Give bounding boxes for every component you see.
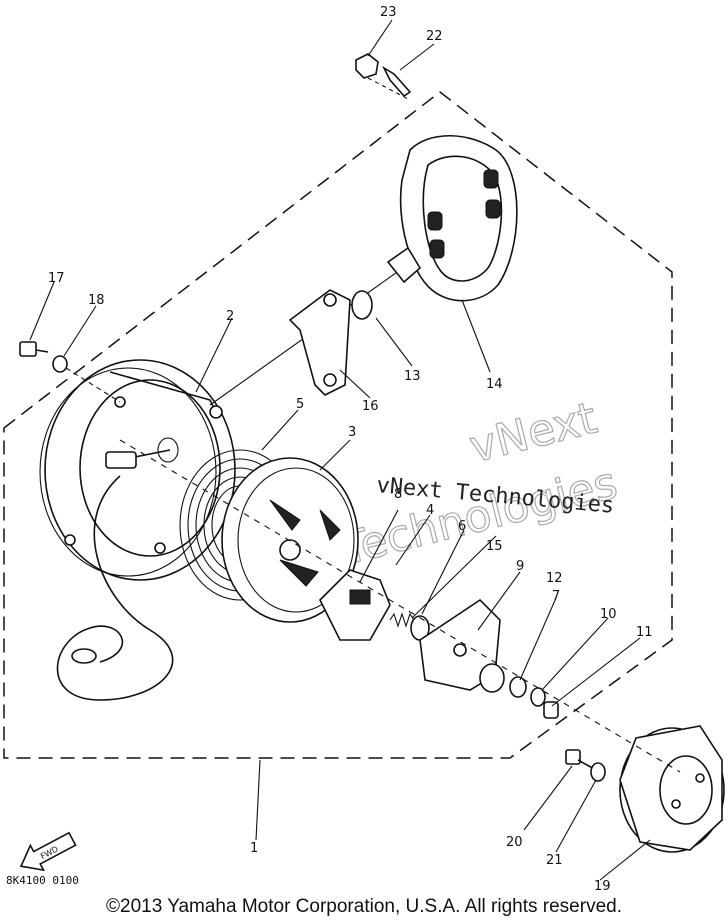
drive-pulley: [619, 725, 725, 853]
callout-12: 12: [546, 571, 563, 586]
callout-10: 10: [600, 607, 617, 622]
nut-23: [355, 53, 379, 79]
forward-arrow: FWD: [19, 831, 77, 872]
pawl-detail: [349, 589, 371, 605]
callout-8: 8: [394, 487, 402, 502]
callout-15: 15: [486, 539, 503, 554]
washer-18: [52, 355, 68, 373]
callout-13: 13: [404, 369, 421, 384]
figure-code: 8K4100 0100: [6, 874, 79, 887]
callout-5: 5: [296, 397, 304, 412]
callout-17: 17: [48, 271, 65, 286]
callout-4: 4: [426, 503, 434, 518]
callout-9: 9: [516, 559, 524, 574]
sheave-drum: [221, 457, 359, 623]
cable-hose: [56, 475, 174, 701]
callout-14: 14: [486, 377, 503, 392]
assembly-boundary: [3, 91, 673, 759]
callout-labels: 1 2 3 4 5 6 7 8 9 10 11 12 13 14 15 16 1…: [48, 5, 653, 894]
starter-handle: [386, 134, 518, 302]
rope-guide: [288, 289, 351, 396]
washer-7: [509, 676, 527, 698]
watermark-outline-vnext: vNext: [465, 393, 602, 474]
bolt-17: [19, 341, 49, 357]
bolt-22: [382, 65, 412, 98]
callout-23: 23: [380, 5, 397, 20]
callout-7: 7: [552, 589, 560, 604]
axis-line: [119, 439, 681, 773]
washer-21: [590, 762, 606, 782]
callout-2: 2: [226, 309, 234, 324]
callout-16: 16: [362, 399, 379, 414]
callout-11: 11: [636, 625, 653, 640]
return-spring: [389, 612, 415, 628]
copyright-notice: ©2013 Yamaha Motor Corporation, U.S.A. A…: [106, 896, 622, 917]
fan-case: [39, 359, 236, 581]
callout-21: 21: [546, 853, 563, 868]
callout-20: 20: [506, 835, 523, 850]
rope-bushing: [351, 290, 373, 320]
callout-22: 22: [426, 29, 443, 44]
callout-3: 3: [348, 425, 356, 440]
nut-11: [543, 701, 559, 719]
callout-18: 18: [88, 293, 105, 308]
washer-10: [530, 687, 546, 707]
callout-1: 1: [250, 841, 258, 856]
callout-6: 6: [458, 519, 466, 534]
hose-clamp: [71, 648, 97, 664]
leader-lines: [29, 19, 651, 881]
washer-12: [479, 663, 505, 693]
callout-19: 19: [594, 879, 611, 894]
drive-pawl: [319, 569, 391, 641]
